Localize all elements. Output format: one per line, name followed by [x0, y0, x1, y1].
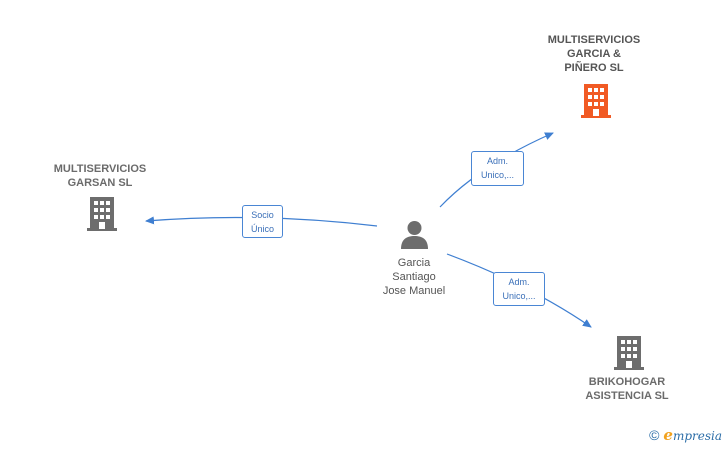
- building-icon[interactable]: [581, 84, 611, 118]
- building-icon[interactable]: [87, 197, 117, 231]
- main-company-name[interactable]: MULTISERVICIOS GARCIA & PIÑERO SL: [547, 34, 641, 74]
- brand-initial: e: [663, 426, 673, 444]
- edge-label-adm-unico[interactable]: Adm. Unico,...: [471, 151, 524, 186]
- building-icon[interactable]: [614, 336, 644, 370]
- empresia-logo[interactable]: empresia: [663, 426, 722, 444]
- footer-brand: © empresia: [649, 426, 722, 444]
- edge-label-adm-unico[interactable]: Adm. Unico,...: [493, 272, 545, 306]
- brikohogar-company-name[interactable]: BRIKOHOGAR ASISTENCIA SL: [585, 376, 669, 402]
- brand-name: mpresia: [672, 429, 722, 443]
- garsan-company-name[interactable]: MULTISERVICIOS GARSAN SL: [53, 163, 147, 189]
- copyright-symbol: ©: [649, 427, 660, 443]
- person-name[interactable]: Garcia Santiago Jose Manuel: [382, 257, 446, 297]
- person-icon[interactable]: [400, 220, 429, 249]
- edge-label-socio-unico[interactable]: Socio Único: [242, 205, 283, 238]
